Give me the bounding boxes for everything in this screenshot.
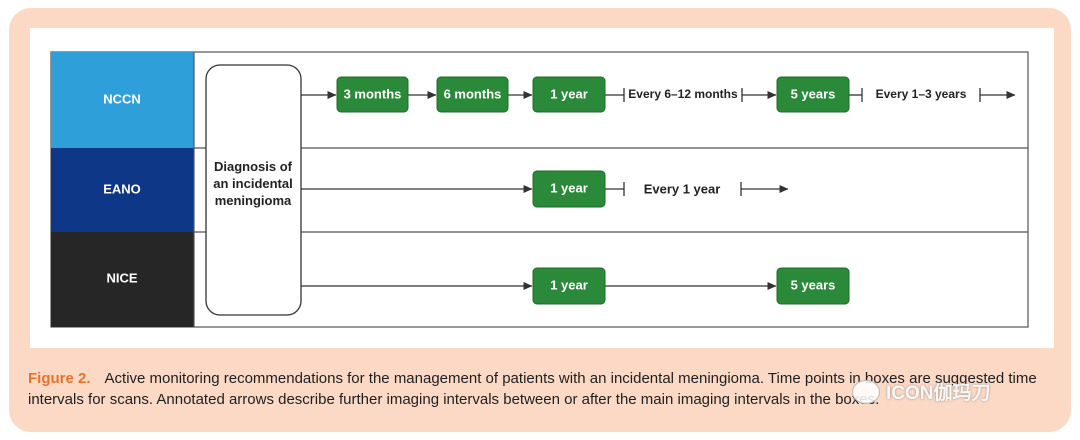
figure-caption: Figure 2.Active monitoring recommendatio…: [28, 368, 1058, 410]
nccn-box-1-year: [532, 76, 606, 113]
nccn-interval-label: Every 6–12 months: [628, 87, 738, 101]
diagnosis-box: [205, 64, 302, 316]
watermark-text: ICON伽玛刀: [886, 383, 991, 404]
row-label-nice: NICE: [106, 270, 137, 285]
diagnosis-line-2: an incidental: [213, 176, 292, 191]
row-label-nccn: NCCN: [103, 91, 141, 106]
nccn-box-5-years: [776, 76, 850, 113]
diagram-panel: NCCN EANO NICE Diagnosis of an incidenta…: [30, 28, 1054, 348]
row-band-nccn: [51, 52, 194, 148]
row-band-nice: [51, 232, 194, 327]
eano-interval-label: Every 1 year: [644, 181, 721, 196]
nccn-box-3-months: [336, 76, 409, 113]
nice-box-label: 1 year: [550, 277, 588, 292]
label-backdrop: [627, 86, 739, 104]
nice-box-label: 5 years: [791, 277, 836, 292]
figure-label: Figure 2.: [28, 370, 91, 387]
nccn-box-6-months: [436, 76, 509, 113]
nccn-box-label: 5 years: [791, 86, 836, 101]
nccn-interval-label: Every 1–3 years: [876, 87, 967, 101]
diagnosis-line-3: meningioma: [215, 193, 292, 208]
nccn-box-label: 3 months: [344, 86, 402, 101]
eano-box-label: 1 year: [550, 180, 588, 195]
nice-box-5-years: [776, 267, 850, 305]
nice-box-1-year: [532, 267, 606, 305]
nccn-box-label: 1 year: [550, 86, 588, 101]
row-label-eano: EANO: [103, 181, 141, 196]
caption-text: Active monitoring recommendations for th…: [28, 370, 1037, 408]
row-band-eano: [51, 148, 194, 232]
nccn-box-label: 6 months: [444, 86, 502, 101]
watermark: ICON伽玛刀: [852, 378, 991, 405]
eano-box-1-year: [532, 170, 606, 208]
diagram-svg: NCCN EANO NICE Diagnosis of an incidenta…: [50, 51, 1029, 328]
diagnosis-line-1: Diagnosis of: [214, 159, 293, 174]
wechat-icon: [852, 379, 880, 404]
